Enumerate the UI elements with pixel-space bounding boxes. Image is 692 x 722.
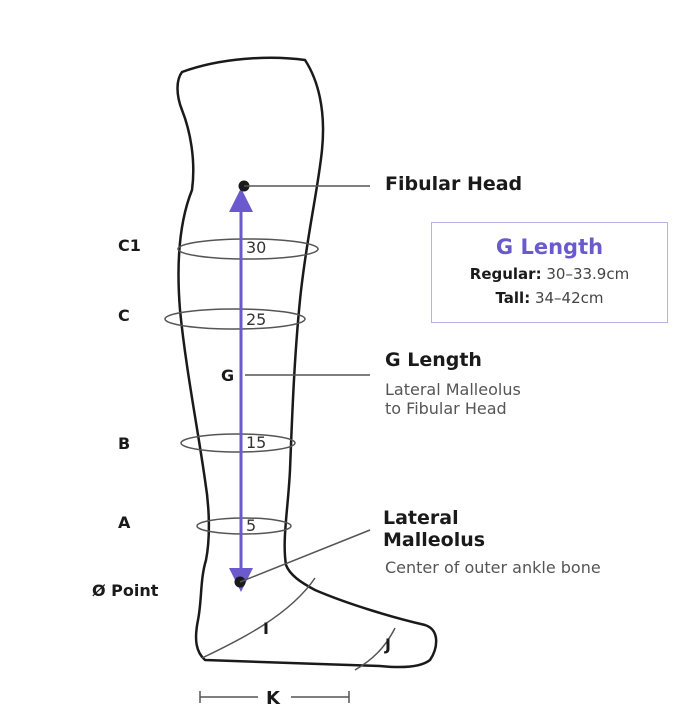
g-length-info-box: G Length Regular: 30–33.9cm Tall: 34–42c… — [431, 222, 668, 323]
level-label-c: C — [118, 306, 130, 325]
lateral-malleolus-title-line2: Malleolus — [383, 529, 485, 551]
level-value-5: 5 — [246, 516, 256, 535]
foot-label-j: J — [384, 635, 391, 654]
level-value-15: 15 — [246, 433, 266, 452]
lateral-malleolus-title-line1: Lateral — [383, 507, 459, 529]
info-tall-value: 34–42cm — [534, 289, 604, 307]
foot-label-k: K — [266, 688, 281, 709]
info-regular-line: Regular: 30–33.9cm — [432, 265, 667, 283]
info-regular-label: Regular: — [469, 265, 542, 283]
lateral-malleolus-desc: Center of outer ankle bone — [385, 558, 601, 577]
g-marker-label: G — [221, 366, 234, 385]
info-tall-label: Tall: — [495, 289, 531, 307]
foot-label-i: I — [263, 619, 269, 638]
info-box-title: G Length — [495, 235, 604, 259]
level-label-c1: C1 — [118, 236, 141, 255]
g-length-desc-line2: to Fibular Head — [385, 399, 507, 418]
foot-guide-j — [354, 627, 396, 671]
info-tall-line: Tall: 34–42cm — [432, 289, 667, 307]
level-value-30: 30 — [246, 238, 266, 257]
foot-guide-i — [201, 577, 316, 659]
g-length-desc-line1: Lateral Malleolus — [385, 380, 521, 399]
g-marker-bg — [219, 362, 239, 386]
fibular-head-title: Fibular Head — [385, 173, 522, 195]
g-length-title: G Length — [385, 349, 482, 371]
info-regular-value: 30–33.9cm — [546, 265, 630, 283]
level-value-25: 25 — [246, 310, 266, 329]
level-label-a: A — [118, 513, 131, 532]
level-label-b: B — [118, 434, 130, 453]
lateral-malleolus-leader — [239, 529, 371, 583]
zero-point-label: Ø Point — [92, 581, 159, 600]
